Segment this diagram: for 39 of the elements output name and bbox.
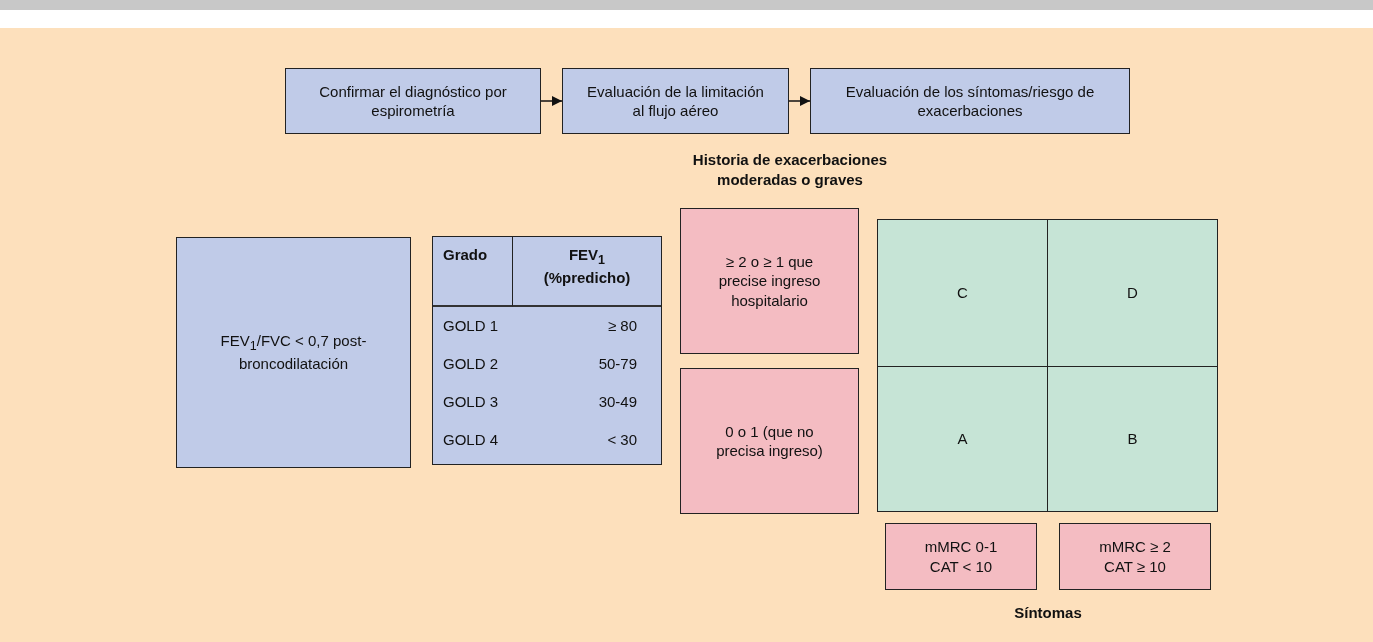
- quadrant-letter: A: [956, 429, 969, 449]
- axis-title: Síntomas: [1013, 603, 1083, 623]
- grade-table: [432, 236, 662, 465]
- box-text: mMRC ≥ 2 CAT ≥ 10: [1098, 537, 1172, 576]
- arrow: [540, 95, 563, 107]
- box-text: Evaluación de los síntomas/riesgo de exacerbaciones: [844, 81, 1096, 121]
- quadrant-letter: B: [1126, 429, 1139, 449]
- box-text: FEV$_{1}$/FVC < 0,7 post-broncodilatación: [219, 331, 368, 374]
- box-text: Evaluación de la limitación al flujo aéreo: [586, 81, 765, 121]
- symptom-box: [1059, 523, 1211, 590]
- quadrant-box: [877, 366, 1048, 512]
- column-header: FEV$_{1}$ (%predicho): [513, 237, 661, 307]
- symptom-box: [885, 523, 1037, 590]
- value-text: 30-49: [597, 392, 638, 412]
- axis-title: Historia de exacerbaciones moderadas o graves: [691, 150, 889, 189]
- column-header: Grado: [433, 237, 513, 307]
- quadrant-letter: D: [1126, 283, 1139, 303]
- quadrant-box: [1047, 366, 1218, 512]
- process-box: [810, 68, 1130, 134]
- box-text: 0 o 1 (que no precisa ingreso): [715, 421, 824, 461]
- box-text: mMRC 0-1 CAT < 10: [923, 537, 999, 576]
- criterion-box: [176, 237, 411, 468]
- quadrant-letter: C: [956, 283, 969, 303]
- exacerbation-box: [680, 208, 859, 354]
- box-text: ≥ 2 o ≥ 1 que precise ingreso hospitalario: [717, 251, 822, 311]
- grade-text: GOLD 3: [442, 392, 500, 412]
- grade-text: GOLD 2: [442, 354, 500, 374]
- grade-text: GOLD 4: [442, 430, 500, 450]
- grade-text: GOLD 1: [442, 316, 500, 336]
- box-text: Confirmar el diagnóstico por espirometría: [318, 81, 508, 121]
- quadrant-box: [877, 219, 1048, 367]
- process-box: [562, 68, 789, 134]
- value-text: < 30: [606, 430, 638, 450]
- value-text: 50-79: [597, 354, 638, 374]
- process-box: [285, 68, 541, 134]
- value-text: ≥ 80: [606, 316, 638, 336]
- exacerbation-box: [680, 368, 859, 514]
- quadrant-box: [1047, 219, 1218, 367]
- arrow: [788, 95, 811, 107]
